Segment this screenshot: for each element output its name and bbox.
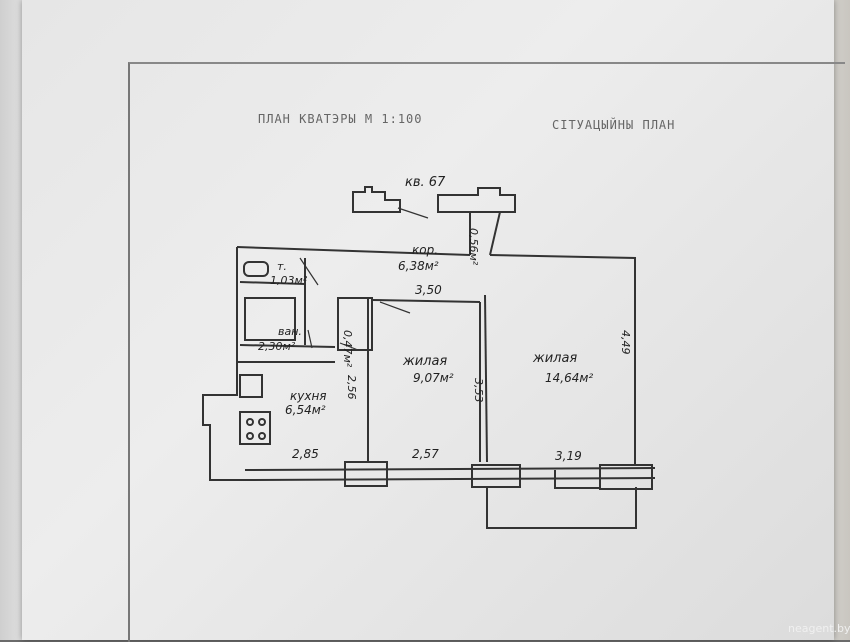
outer-wall-bottom — [244, 467, 656, 471]
mid-width-dim: 2,57 — [412, 447, 439, 461]
stove — [239, 411, 271, 445]
wall-bath-bottom — [239, 344, 336, 348]
outer-wall-bottom-outer — [244, 477, 656, 481]
living-mid-name: жилая — [402, 354, 447, 369]
kitchen-area: 6,54м² — [285, 403, 326, 417]
bath-name: ван. — [278, 325, 302, 338]
window-big — [599, 464, 653, 490]
sheet-frame — [128, 62, 845, 642]
outer-wall-left — [202, 247, 245, 481]
wall-toilet-bottom — [239, 281, 306, 285]
wall-mid-right — [484, 294, 488, 463]
window-mid — [471, 464, 521, 488]
kitchen-sink — [239, 374, 263, 398]
living-mid-area: 9,07м² — [413, 371, 454, 385]
plan-title: ПЛАН КВАТЭРЫ М 1:100 — [258, 112, 423, 126]
kitchen-name: кухня — [290, 389, 327, 403]
window-kitchen — [344, 461, 388, 487]
bathtub — [244, 297, 296, 341]
wall-closet — [337, 297, 373, 351]
entrance-walls — [469, 211, 501, 256]
mid-height-dim: 3,53 — [472, 378, 485, 403]
living-big-area: 14,64м² — [545, 371, 593, 385]
apartment-label: кв. 67 — [405, 175, 446, 190]
living-big-name: жилая — [532, 351, 577, 366]
stair-block-left — [352, 186, 401, 213]
corridor-width-dim: 3,50 — [415, 283, 442, 297]
watermark: neagent.by — [788, 622, 850, 635]
big-room-ext — [554, 470, 600, 489]
outer-wall-top-left — [236, 246, 471, 256]
toilet-name: т. — [277, 260, 287, 273]
balcony-outline — [486, 487, 637, 529]
closet-small-area: 0,47м² — [341, 330, 354, 368]
closet-top-area: 0,56м² — [467, 228, 480, 266]
kitchen-height-dim: 2,56 — [345, 375, 358, 400]
corridor-area: 6,38м² — [398, 259, 439, 273]
big-height-dim: 4,49 — [619, 330, 632, 355]
kitchen-width-dim: 2,85 — [292, 447, 319, 461]
toilet-fixture — [243, 261, 269, 277]
leader-lines — [299, 207, 429, 351]
toilet-area: 1,03м² — [270, 274, 308, 287]
stair-block-right — [437, 187, 516, 213]
wall-mid-top — [371, 299, 481, 303]
situation-plan-title: СІТУАЦЫЙНЫ ПЛАН — [552, 118, 676, 132]
plan-sheet — [22, 0, 834, 640]
big-width-dim: 3,19 — [555, 449, 582, 463]
bath-area: 2,30м² — [258, 340, 296, 353]
corridor-name: кор. — [412, 243, 438, 257]
outer-wall-top-right — [489, 254, 636, 465]
